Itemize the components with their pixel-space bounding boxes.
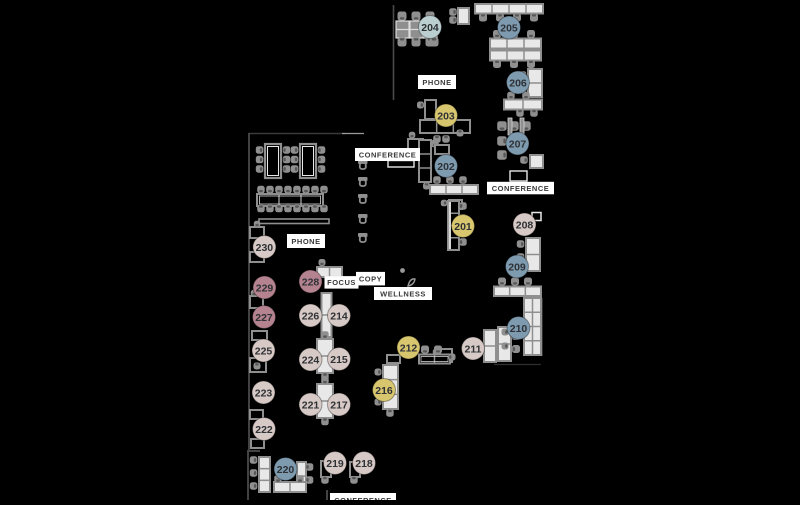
svg-text:229: 229	[256, 282, 274, 294]
svg-text:216: 216	[375, 385, 393, 397]
svg-text:220: 220	[277, 464, 295, 476]
svg-text:205: 205	[500, 22, 518, 34]
svg-text:PHONE: PHONE	[291, 237, 320, 246]
svg-text:208: 208	[516, 219, 534, 231]
svg-text:COPY: COPY	[359, 275, 382, 284]
svg-text:CONFERENCE: CONFERENCE	[334, 496, 392, 500]
svg-text:206: 206	[509, 77, 527, 89]
svg-text:CONFERENCE: CONFERENCE	[492, 184, 550, 193]
svg-text:230: 230	[256, 242, 274, 254]
svg-text:212: 212	[400, 342, 418, 354]
svg-text:222: 222	[255, 424, 273, 436]
svg-text:219: 219	[326, 458, 344, 470]
svg-text:202: 202	[437, 161, 455, 173]
svg-text:228: 228	[302, 276, 320, 288]
svg-text:CONFERENCE: CONFERENCE	[359, 150, 417, 159]
svg-text:209: 209	[508, 261, 526, 273]
svg-text:FOCUS: FOCUS	[327, 278, 356, 287]
svg-text:221: 221	[302, 399, 320, 411]
svg-text:201: 201	[454, 221, 472, 233]
svg-text:204: 204	[421, 22, 439, 34]
svg-text:210: 210	[510, 323, 528, 335]
svg-text:227: 227	[255, 312, 273, 324]
svg-text:215: 215	[330, 354, 348, 366]
svg-text:207: 207	[509, 138, 527, 150]
svg-text:226: 226	[302, 310, 320, 322]
svg-text:218: 218	[355, 458, 373, 470]
svg-text:224: 224	[302, 354, 320, 366]
svg-text:225: 225	[255, 345, 273, 357]
svg-text:223: 223	[255, 387, 273, 399]
svg-text:217: 217	[330, 399, 348, 411]
svg-text:211: 211	[465, 343, 482, 355]
svg-text:PHONE: PHONE	[422, 78, 451, 87]
svg-text:214: 214	[330, 310, 348, 322]
svg-text:203: 203	[437, 110, 455, 122]
svg-text:WELLNESS: WELLNESS	[380, 289, 426, 298]
